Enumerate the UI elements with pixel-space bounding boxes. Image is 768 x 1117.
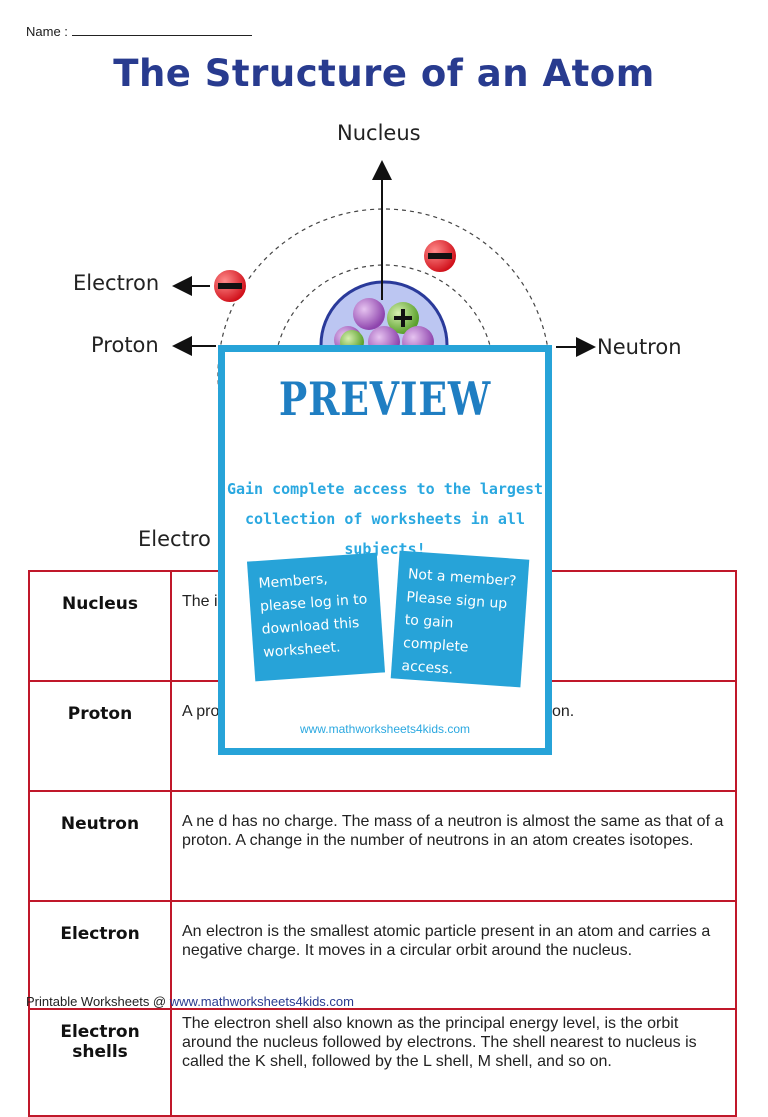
members-login-button[interactable]: Members, please log in to download this … [246, 552, 386, 682]
label-electron-shell: Electro [138, 527, 211, 551]
label-electron: Electron [73, 271, 160, 295]
preview-line-1: Gain complete access to the largest [226, 480, 544, 498]
term-cell: Electron [28, 900, 172, 1010]
term-cell: Nucleus [28, 570, 172, 682]
signup-button[interactable]: Not a member? Please sign up to gain com… [390, 550, 530, 688]
preview-line-2: collection of worksheets in all subjects… [245, 510, 525, 558]
footer: Printable Worksheets @ www.mathworksheet… [26, 994, 354, 1009]
table-row: Neutron A ne d has no charge. The mass o… [28, 790, 737, 902]
footer-prefix: Printable Worksheets @ [26, 994, 170, 1009]
preview-overlay: PREVIEW Gain complete access to the larg… [218, 345, 552, 755]
name-line [71, 25, 252, 36]
minus-icon [218, 283, 242, 289]
table-row: Electron An electron is the smallest ato… [28, 900, 737, 1010]
term-cell: Electron shells [28, 1008, 172, 1117]
preview-heading: PREVIEW [278, 372, 492, 426]
name-label: Name : [26, 24, 68, 39]
definition-cell: The electron shell also known as the pri… [170, 1008, 737, 1117]
minus-icon [428, 253, 452, 259]
term-cell: Neutron [28, 790, 172, 902]
preview-subtitle: Gain complete access to the largest coll… [225, 474, 545, 564]
definition-cell: A ne d has no charge. The mass of a neut… [170, 790, 737, 902]
term-cell: Proton [28, 680, 172, 792]
proton-sphere [353, 298, 385, 330]
label-neutron: Neutron [597, 335, 682, 359]
plus-icon [394, 309, 412, 327]
definition-cell: An electron is the smallest atomic parti… [170, 900, 737, 1010]
name-field: Name : [26, 24, 252, 39]
label-nucleus: Nucleus [337, 121, 421, 145]
table-row: Electron shells The electron shell also … [28, 1008, 737, 1117]
label-proton: Proton [91, 333, 159, 357]
page-title: The Structure of an Atom [113, 52, 655, 95]
footer-link[interactable]: www.mathworksheets4kids.com [169, 994, 354, 1009]
preview-site-link[interactable]: www.mathworksheets4kids.com [299, 722, 471, 736]
